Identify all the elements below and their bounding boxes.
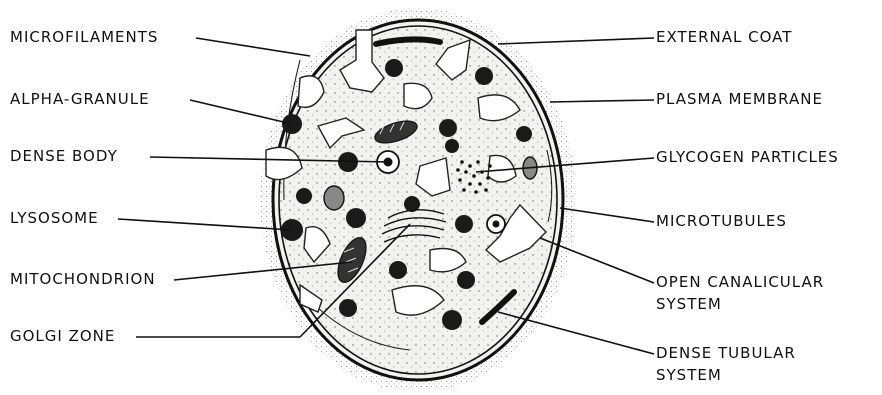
dense-body-core xyxy=(493,221,500,228)
label-microtubules: MICROTUBULES xyxy=(656,212,787,231)
label-plasma-membrane: PLASMA MEMBRANE xyxy=(656,90,823,109)
label-external-coat: EXTERNAL COAT xyxy=(656,28,792,47)
label-dense-tubular-line2: SYSTEM xyxy=(656,366,722,385)
label-open-canalicular-line1: OPEN CANALICULAR xyxy=(656,273,824,292)
label-lysosome: LYSOSOME xyxy=(10,209,99,228)
label-golgi-zone: GOLGI ZONE xyxy=(10,327,115,346)
label-microfilaments: MICROFILAMENTS xyxy=(10,28,158,47)
label-dense-tubular-line1: DENSE TUBULAR xyxy=(656,344,796,363)
label-glycogen-particles: GLYCOGEN PARTICLES xyxy=(656,148,839,167)
label-dense-body: DENSE BODY xyxy=(10,147,118,166)
label-alpha-granule: ALPHA-GRANULE xyxy=(10,90,150,109)
label-mitochondrion: MITOCHONDRION xyxy=(10,270,156,289)
granule-light xyxy=(324,186,344,210)
label-open-canalicular-line2: SYSTEM xyxy=(656,295,722,314)
